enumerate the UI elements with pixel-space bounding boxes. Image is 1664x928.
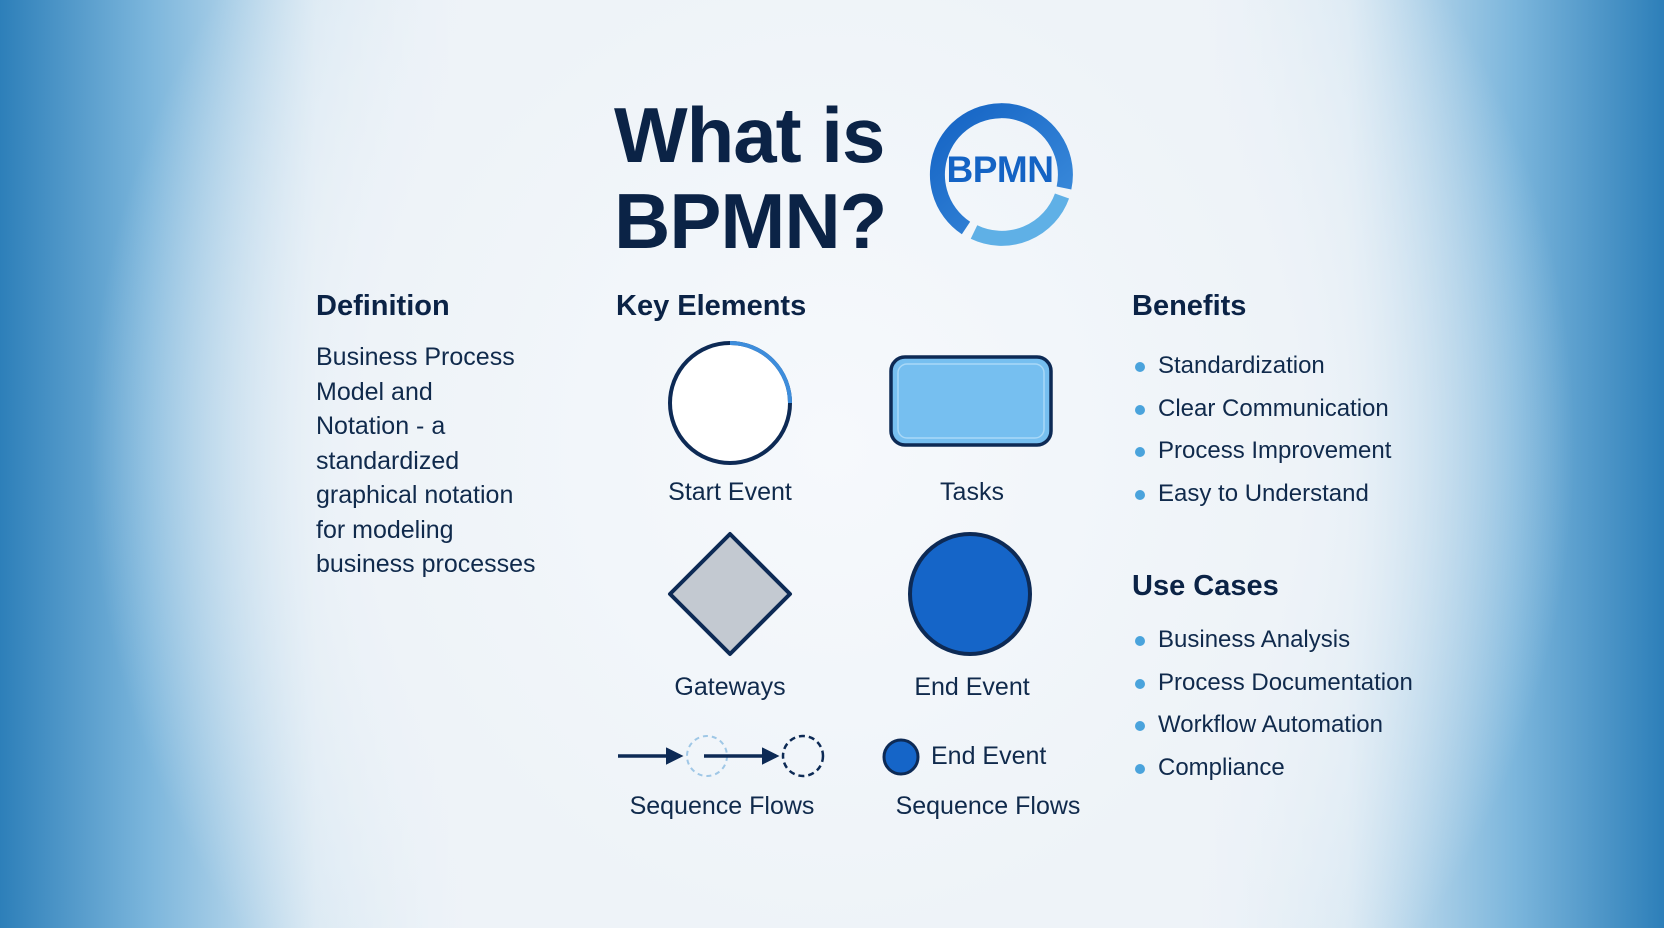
definition-line: standardized: [316, 446, 460, 475]
use-case-item: Compliance: [1132, 747, 1413, 790]
end-event-label: End Event: [914, 673, 1030, 701]
page-title-line-2: BPMN?: [614, 177, 887, 265]
task-shape: [889, 355, 1053, 447]
page-title: What is BPMN?: [614, 92, 934, 264]
definition-text: Business Process Model and Notation - a …: [316, 340, 586, 582]
tasks-label: Tasks: [940, 478, 1004, 506]
benefit-item: Clear Communication: [1132, 388, 1391, 431]
bpmn-logo: BPMN: [929, 103, 1073, 246]
flow-dashed-node-2: [781, 734, 825, 778]
benefits-list: Standardization Clear Communication Proc…: [1132, 345, 1391, 515]
sequence-flows-label-2: Sequence Flows: [895, 792, 1081, 820]
end-event-shape: [908, 532, 1032, 656]
definition-line: graphical notation: [316, 481, 514, 509]
benefit-item: Easy to Understand: [1132, 473, 1391, 516]
benefit-item: Standardization: [1132, 345, 1391, 388]
sequence-flow-shape: [618, 734, 825, 778]
key-elements-heading: Key Elements: [616, 290, 807, 322]
definition-heading: Definition: [316, 290, 450, 322]
definition-line: business processes: [316, 550, 536, 578]
start-event-label: Start Event: [668, 478, 792, 506]
gateways-label: Gateways: [674, 673, 786, 701]
use-cases-heading: Use Cases: [1132, 570, 1279, 602]
benefit-item: Process Improvement: [1132, 430, 1391, 473]
page-title-line-1: What is: [614, 91, 885, 179]
benefits-heading: Benefits: [1132, 290, 1247, 322]
definition-line: for modeling: [316, 515, 454, 544]
definition-line: Business Process: [316, 343, 515, 371]
use-case-item: Business Analysis: [1132, 619, 1413, 662]
use-case-item: Workflow Automation: [1132, 704, 1413, 747]
use-case-item: Process Documentation: [1132, 662, 1413, 705]
gateway-shape: [668, 532, 792, 656]
definition-line: Model and: [316, 377, 433, 406]
logo-ring-light-arc: [970, 193, 1070, 246]
logo-text: BPMN: [947, 149, 1054, 190]
sequence-flows-label: Sequence Flows: [629, 792, 815, 820]
definition-line: Notation - a: [316, 412, 446, 440]
legend-end-event-label: End Event: [931, 742, 1047, 770]
logo-ring-dark-arc: [929, 103, 1073, 235]
use-cases-list: Business Analysis Process Documentation …: [1132, 619, 1413, 789]
end-event-small-icon: [882, 738, 920, 776]
start-event-shape: [668, 341, 792, 465]
